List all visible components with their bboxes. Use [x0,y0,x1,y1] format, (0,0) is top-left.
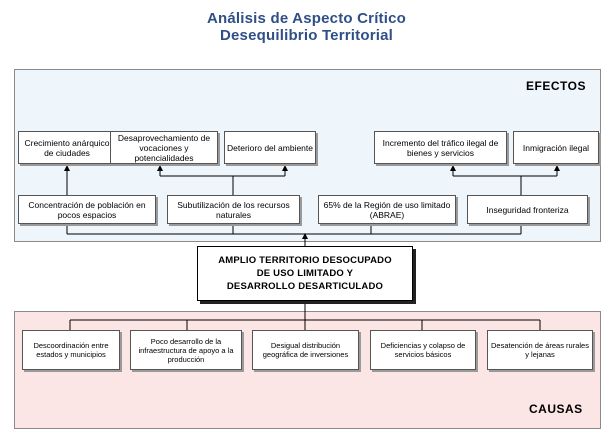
efecto-deterioro-box: Deterioro del ambiente [224,131,316,164]
efecto-concentracion-box: Concentración de población en pocos espa… [18,195,156,224]
central-problem-line-1: AMPLIO TERRITORIO DESOCUPADO [218,255,392,266]
central-problem-line-3: DESARROLLO DESARTICULADO [226,281,384,292]
efecto-desaprovechamiento-box: Desaprovechamiento de vocaciones y poten… [110,131,218,164]
causas-label: CAUSAS [529,402,583,416]
efecto-inseguridad-box: Inseguridad fronteriza [467,195,588,224]
causa-servicios-box: Deficiencias y colapso de servicios bási… [370,330,476,370]
title-line-1: Análisis de Aspecto Crítico [206,10,407,27]
causa-inversiones-box: Desigual distribución geográfica de inve… [252,330,359,370]
efecto-inmigracion-box: Inmigración ilegal [513,131,599,164]
efecto-trafico-box: Incremento del tráfico ilegal de bienes … [374,131,507,164]
efecto-abrae-box: 65% de la Región de uso limitado (ABRAE) [318,195,456,224]
causa-areas-rurales-box: Desatención de áreas rurales y lejanas [487,330,593,370]
causa-descoordinacion-box: Descoordinación entre estados y municipi… [22,330,120,370]
central-problem-box: AMPLIO TERRITORIO DESOCUPADO DE USO LIMI… [197,246,413,301]
central-problem-line-2: DE USO LIMITADO Y [256,268,354,279]
efecto-crecimiento-box: Crecimiento anárquico de ciudades [18,131,116,164]
causa-infraestructura-box: Poco desarrollo de la infraestructura de… [130,330,242,370]
title-line-2: Desequilibrio Territorial [219,27,394,44]
efectos-label: EFECTOS [526,79,586,93]
efecto-subutilizacion-box: Subutilización de los recursos naturales [167,195,300,224]
